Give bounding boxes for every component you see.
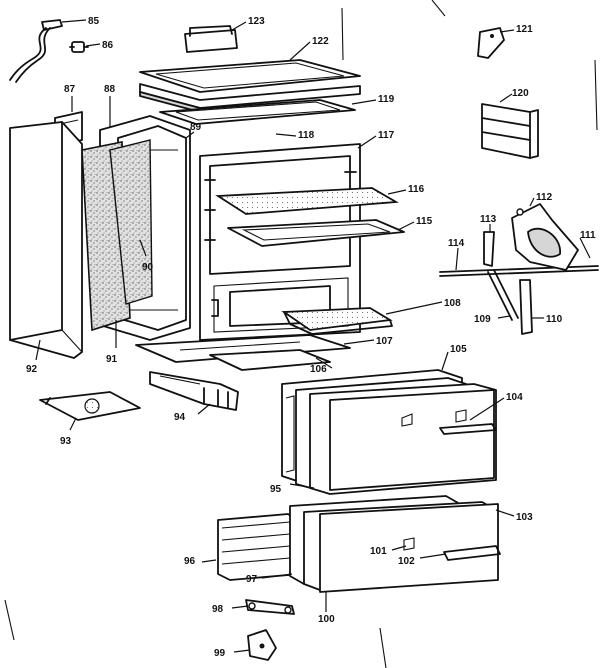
storage-drawer (217, 495, 501, 593)
label-95: 95 (270, 484, 282, 495)
part-labels: 85 86 87 88 89 90 91 92 93 94 95 96 97 9… (26, 16, 596, 659)
label-117: 117 (378, 130, 395, 141)
scan-marks (4, 0, 598, 668)
broiler-pan (281, 307, 393, 335)
label-100: 100 (318, 614, 335, 625)
bottom-bracket-plate (39, 391, 141, 421)
power-cord (9, 19, 63, 83)
drawer-bracket (149, 371, 239, 411)
label-98: 98 (212, 604, 224, 615)
label-87: 87 (64, 84, 76, 95)
label-112: 112 (536, 192, 553, 203)
label-106: 106 (310, 364, 327, 375)
side-panel (9, 121, 83, 359)
label-120: 120 (512, 88, 529, 99)
label-113: 113 (480, 214, 497, 225)
oven-door (281, 369, 497, 495)
label-85: 85 (88, 16, 100, 27)
label-90: 90 (142, 262, 154, 273)
label-119: 119 (378, 94, 395, 105)
label-115: 115 (416, 216, 433, 227)
oven-rack-lower (227, 219, 405, 247)
label-107: 107 (376, 336, 393, 347)
label-88: 88 (104, 84, 116, 95)
leader-lines (35, 19, 591, 653)
label-122: 122 (312, 36, 329, 47)
label-92: 92 (26, 364, 38, 375)
mounting-clip (477, 27, 505, 59)
label-123: 123 (248, 16, 265, 27)
label-91: 91 (106, 354, 118, 365)
label-101: 101 (370, 546, 387, 557)
oven-rack-upper (215, 187, 399, 215)
label-97: 97 (246, 574, 258, 585)
label-108: 108 (444, 298, 461, 309)
label-109: 109 (474, 314, 491, 325)
drawer-roller (245, 599, 295, 615)
label-121: 121 (516, 24, 533, 35)
label-102: 102 (398, 556, 415, 567)
rear-rack (481, 103, 539, 159)
label-94: 94 (174, 412, 186, 423)
label-110: 110 (546, 314, 563, 325)
oven-bottom-panels (135, 334, 351, 371)
label-104: 104 (506, 392, 523, 403)
label-105: 105 (450, 344, 467, 355)
top-frame (159, 99, 356, 125)
cord-connector (69, 41, 89, 53)
label-118: 118 (298, 130, 315, 141)
label-96: 96 (184, 556, 196, 567)
label-103: 103 (516, 512, 533, 523)
label-111: 111 (580, 230, 596, 241)
cooktop-assembly (139, 25, 361, 113)
insulation-pads (81, 139, 153, 332)
door-hinge-linkage (439, 203, 599, 335)
label-89: 89 (190, 122, 202, 133)
label-93: 93 (60, 436, 72, 447)
leveling-bracket (247, 629, 277, 661)
label-116: 116 (408, 184, 425, 195)
label-114: 114 (448, 238, 465, 249)
label-99: 99 (214, 648, 226, 659)
label-86: 86 (102, 40, 114, 51)
